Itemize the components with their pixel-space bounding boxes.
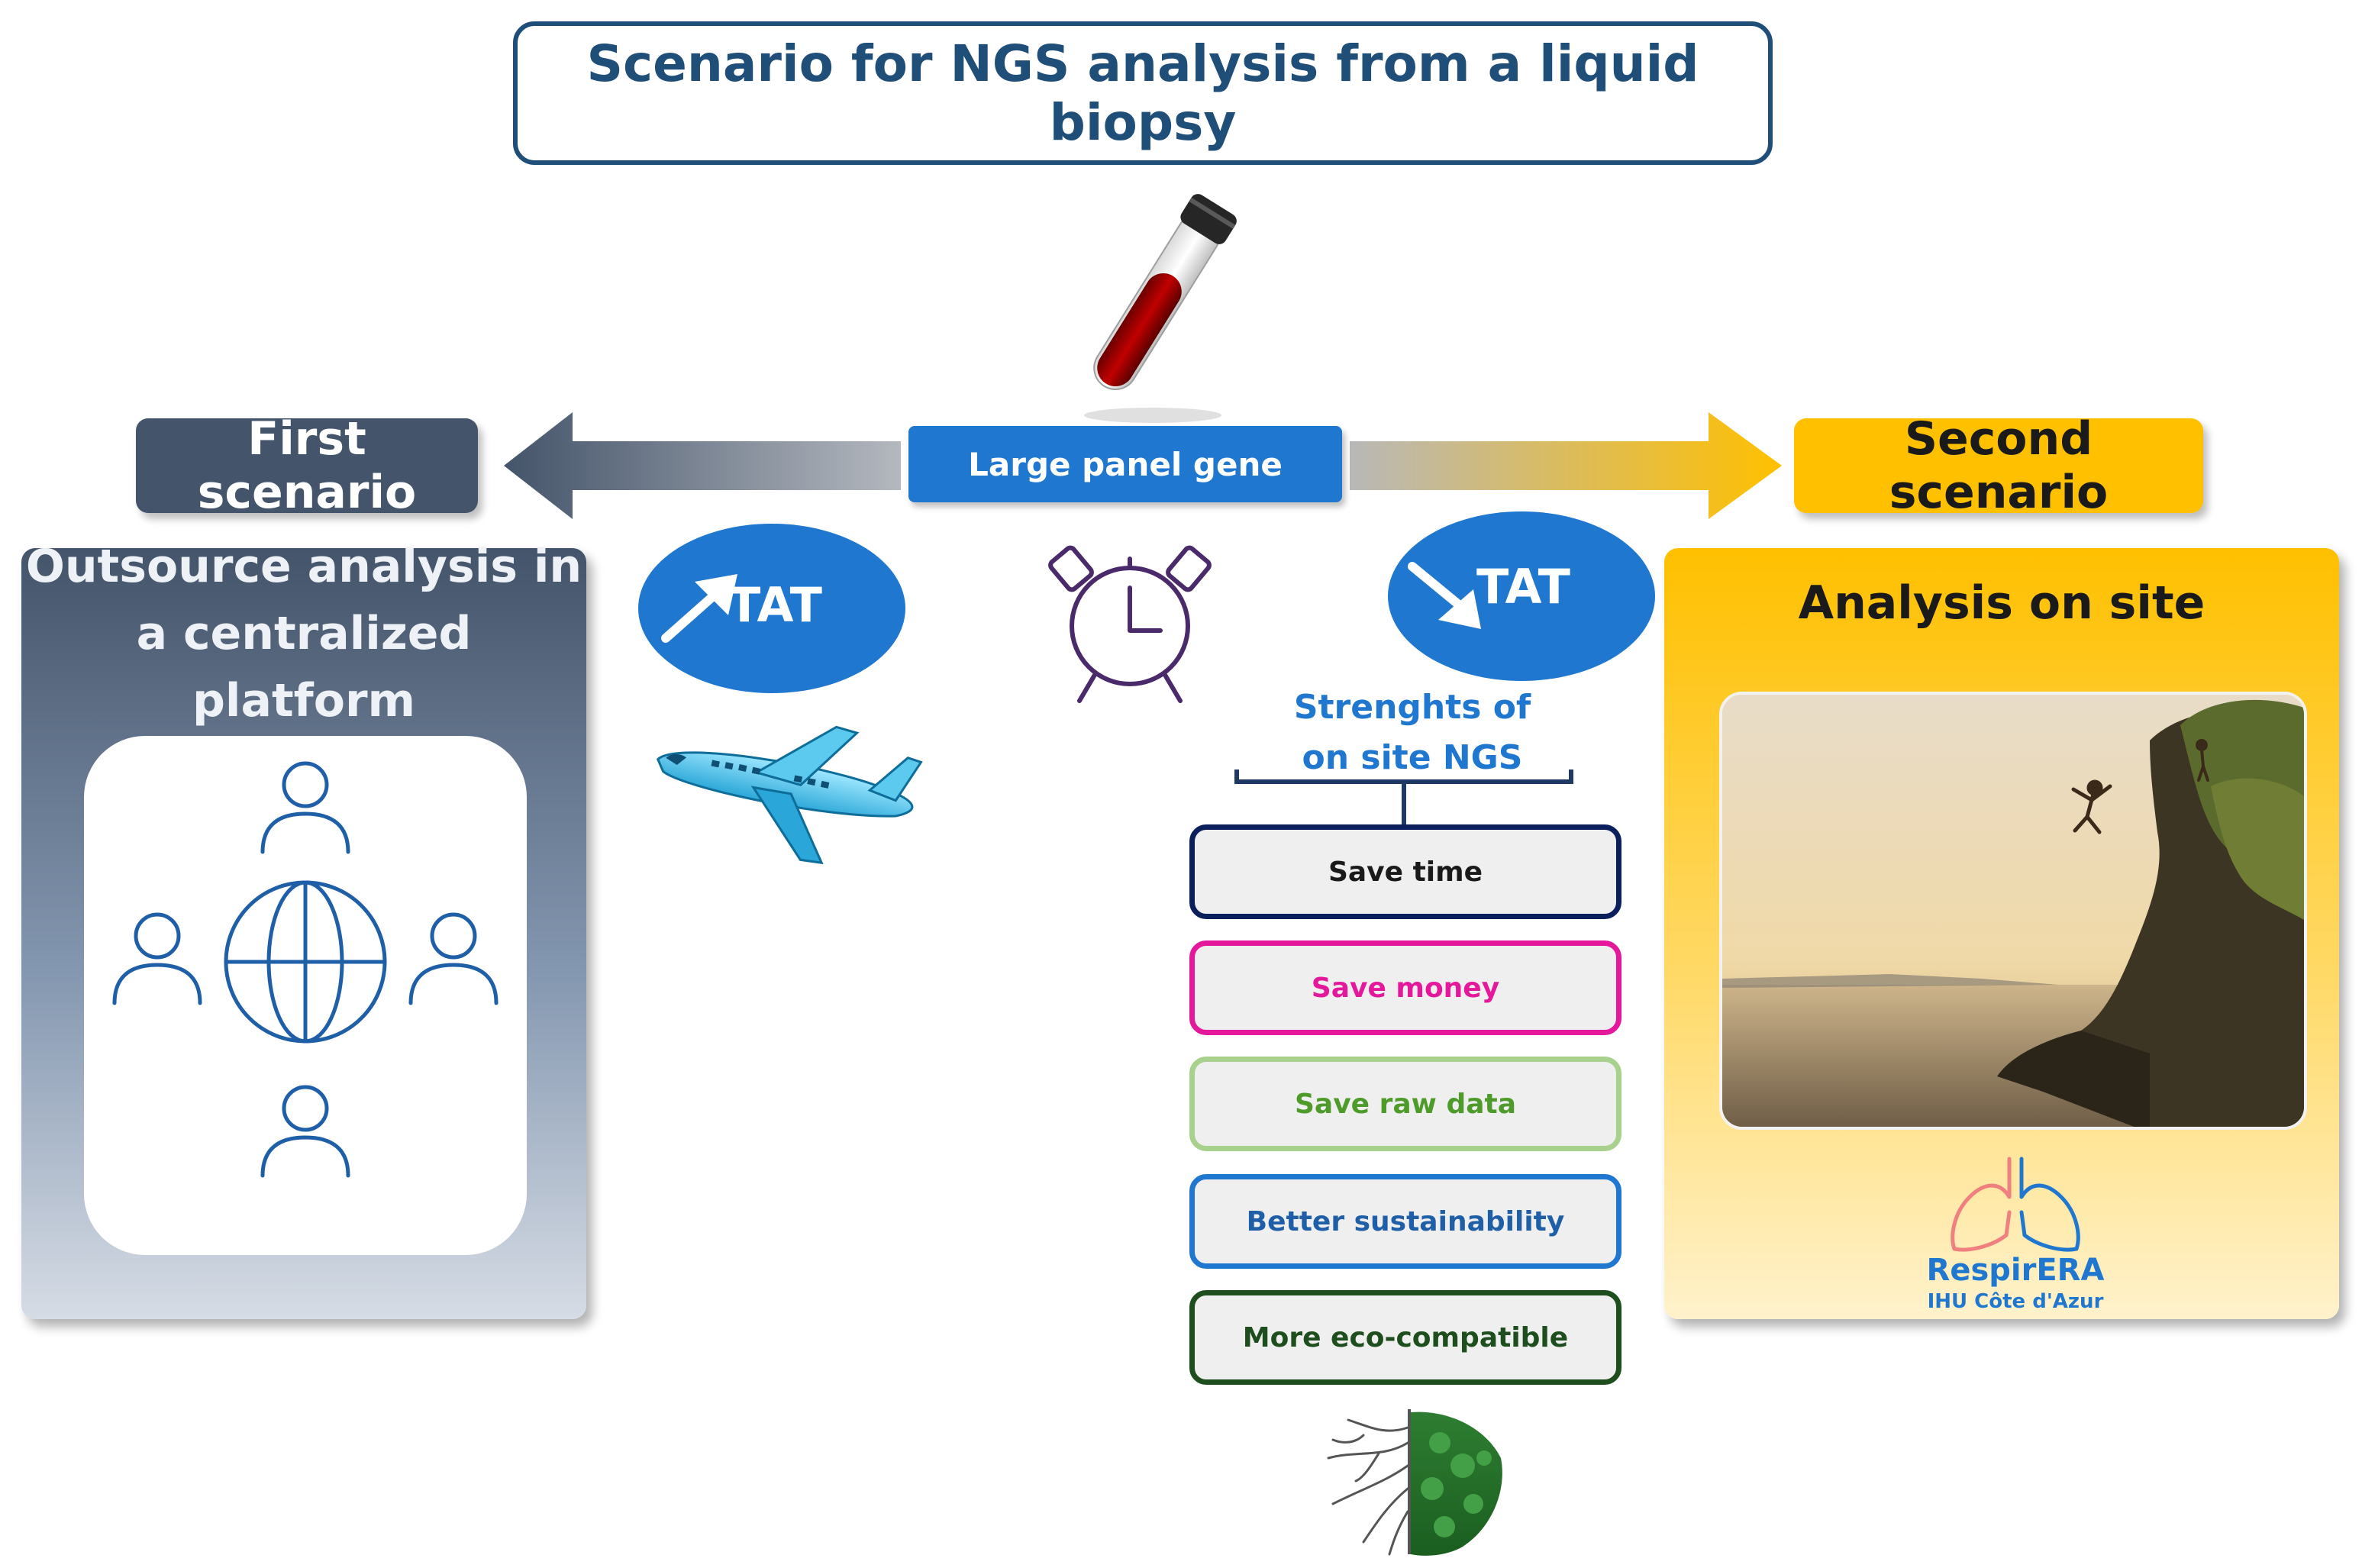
tat-increase-label: TAT	[728, 577, 822, 633]
tree-roots-icon	[1327, 1409, 1502, 1556]
strengths-title: Strenghts of on site NGS	[1237, 679, 1588, 786]
respirera-logo-name: RespirERA	[1926, 1253, 2105, 1288]
strength-more-eco-compatible: More eco-compatible	[1189, 1290, 1621, 1385]
strengths-bracket	[1234, 769, 1573, 826]
arrow-to-second-scenario	[1350, 412, 1782, 519]
diagram-title: Scenario for NGS analysis from a liquid …	[513, 21, 1773, 165]
tat-increase-badge: TAT	[638, 524, 905, 693]
first-scenario-label: First scenario	[136, 412, 478, 519]
alarm-clock-icon	[1048, 545, 1212, 703]
tat-decrease-label: TAT	[1476, 559, 1570, 615]
strengths-title-line1: Strenghts of	[1293, 688, 1531, 727]
first-scenario-heading-line2: a centralized platform	[136, 607, 472, 728]
first-scenario-heading-line1: Outsource analysis in	[25, 540, 582, 593]
arrow-down-right-icon	[1408, 562, 1481, 629]
tat-decrease-badge: TAT	[1388, 511, 1655, 681]
first-scenario-heading: Outsource analysis in a centralized plat…	[21, 540, 586, 728]
arrow-to-first-scenario	[504, 412, 901, 519]
lake-cliff-photo	[1719, 692, 2307, 1130]
second-scenario-label: Second scenario	[1794, 412, 2203, 519]
strength-save-money: Save money	[1189, 940, 1621, 1035]
globe-people-icon	[112, 761, 499, 1178]
respirera-logo-subtitle: IHU Côte d'Azur	[1927, 1290, 2104, 1313]
strength-save-raw-data: Save raw data	[1189, 1057, 1621, 1151]
centralized-platform-illustration	[84, 736, 527, 1255]
lungs-logo-icon	[1951, 1157, 2080, 1252]
strengths-title-line2: on site NGS	[1302, 738, 1523, 777]
large-panel-gene-label: Large panel gene	[908, 426, 1342, 502]
cliff-jump-photo-illustration	[1722, 695, 2304, 1127]
strength-better-sustainability: Better sustainability	[1189, 1174, 1621, 1269]
strength-save-time: Save time	[1189, 824, 1621, 919]
arrow-up-right-icon	[661, 574, 737, 643]
airplane-icon	[656, 725, 923, 865]
blood-tube-icon	[1084, 194, 1237, 423]
second-scenario-heading: Analysis on site	[1798, 576, 2206, 630]
